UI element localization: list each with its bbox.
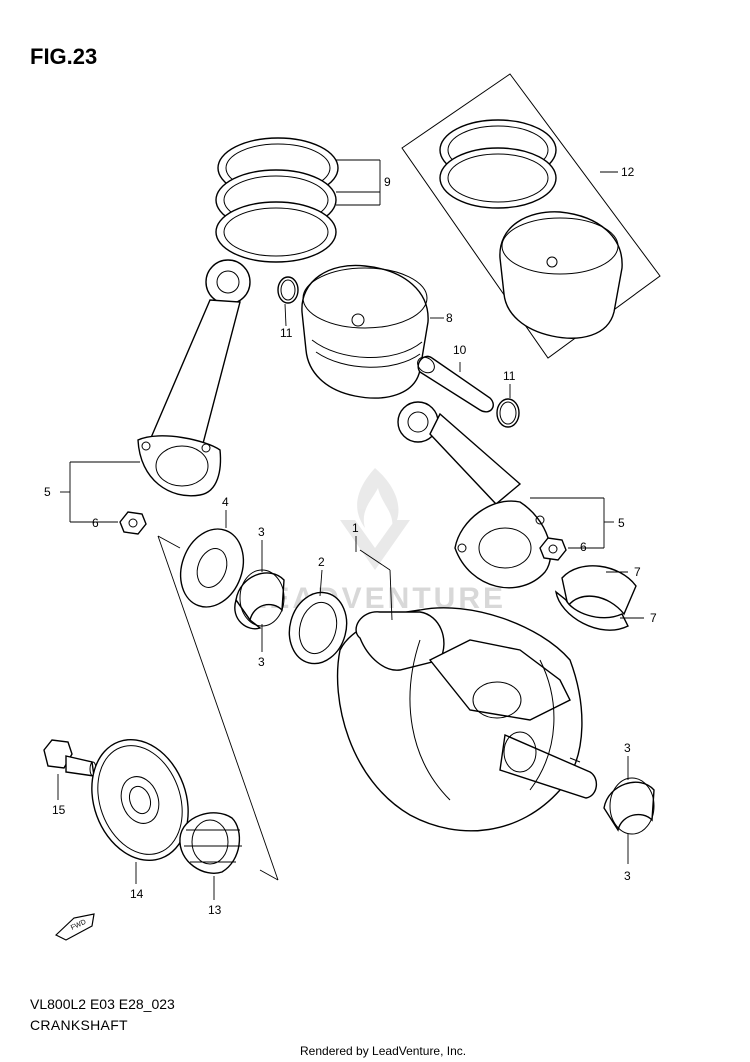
callout-10[interactable]: 10 <box>453 343 467 357</box>
callout-3-lower-right[interactable]: 3 <box>624 869 631 883</box>
crankshaft-journal-bearing-left[interactable] <box>234 569 285 630</box>
piston-pin-circlip-right[interactable] <box>496 398 520 428</box>
callout-8[interactable]: 8 <box>446 311 453 325</box>
callout-15[interactable]: 15 <box>52 803 66 817</box>
crankshaft-journal-bearing-right[interactable] <box>603 777 655 835</box>
assembly-name: CRANKSHAFT <box>30 1017 128 1033</box>
callout-14[interactable]: 14 <box>130 887 144 901</box>
callout-12[interactable]: 12 <box>621 165 635 179</box>
crankshaft-thrust-bearing[interactable] <box>282 586 355 670</box>
callout-9[interactable]: 9 <box>384 175 391 189</box>
leader-lines <box>57 159 644 900</box>
crankshaft-bolt[interactable] <box>43 739 97 777</box>
figure-title: FIG.23 <box>30 44 98 69</box>
callout-5-left[interactable]: 5 <box>44 485 51 499</box>
piston-pin-circlip-left[interactable] <box>277 276 299 304</box>
callout-3-lower-left[interactable]: 3 <box>258 655 265 669</box>
cam-drive-sprocket[interactable] <box>179 812 242 874</box>
primary-drive-gear[interactable] <box>76 726 205 874</box>
callout-13[interactable]: 13 <box>208 903 222 917</box>
callout-7-upper[interactable]: 7 <box>634 565 641 579</box>
callout-3-upper-right[interactable]: 3 <box>624 741 631 755</box>
connecting-rod-right[interactable] <box>397 401 552 589</box>
callout-11-left[interactable]: 11 <box>280 326 293 340</box>
callout-11-right[interactable]: 11 <box>503 369 516 383</box>
callout-6-right[interactable]: 6 <box>580 540 587 554</box>
exploded-view-guide-lines <box>157 535 393 881</box>
piston[interactable] <box>301 264 429 399</box>
callout-3-upper-left[interactable]: 3 <box>258 525 265 539</box>
callout-5-right[interactable]: 5 <box>618 516 625 530</box>
thrust-washer[interactable] <box>170 520 254 616</box>
part-callouts: 9 11 8 10 11 12 5 6 5 6 7 7 4 3 3 2 1 3 … <box>44 165 657 917</box>
connecting-rod-left[interactable] <box>137 259 251 497</box>
crankshaft[interactable] <box>336 607 597 832</box>
connecting-rod-nut-left[interactable] <box>119 511 147 535</box>
callout-2[interactable]: 2 <box>318 555 325 569</box>
piston-pin[interactable] <box>415 354 494 413</box>
callout-4[interactable]: 4 <box>222 495 229 509</box>
watermark-emblem <box>340 468 410 570</box>
piston-set-box[interactable] <box>401 73 661 359</box>
callout-1[interactable]: 1 <box>352 521 359 535</box>
callout-7-lower[interactable]: 7 <box>650 611 657 625</box>
model-code: VL800L2 E03 E28_023 <box>30 996 175 1012</box>
rendered-by-credit: Rendered by LeadVenture, Inc. <box>300 1044 467 1058</box>
connecting-rod-nut-right[interactable] <box>539 537 567 561</box>
callout-6-left[interactable]: 6 <box>92 516 99 530</box>
forward-direction-arrow: FWD <box>54 913 95 941</box>
connecting-rod-bearing[interactable] <box>555 565 637 631</box>
piston-ring-set[interactable] <box>215 137 339 263</box>
